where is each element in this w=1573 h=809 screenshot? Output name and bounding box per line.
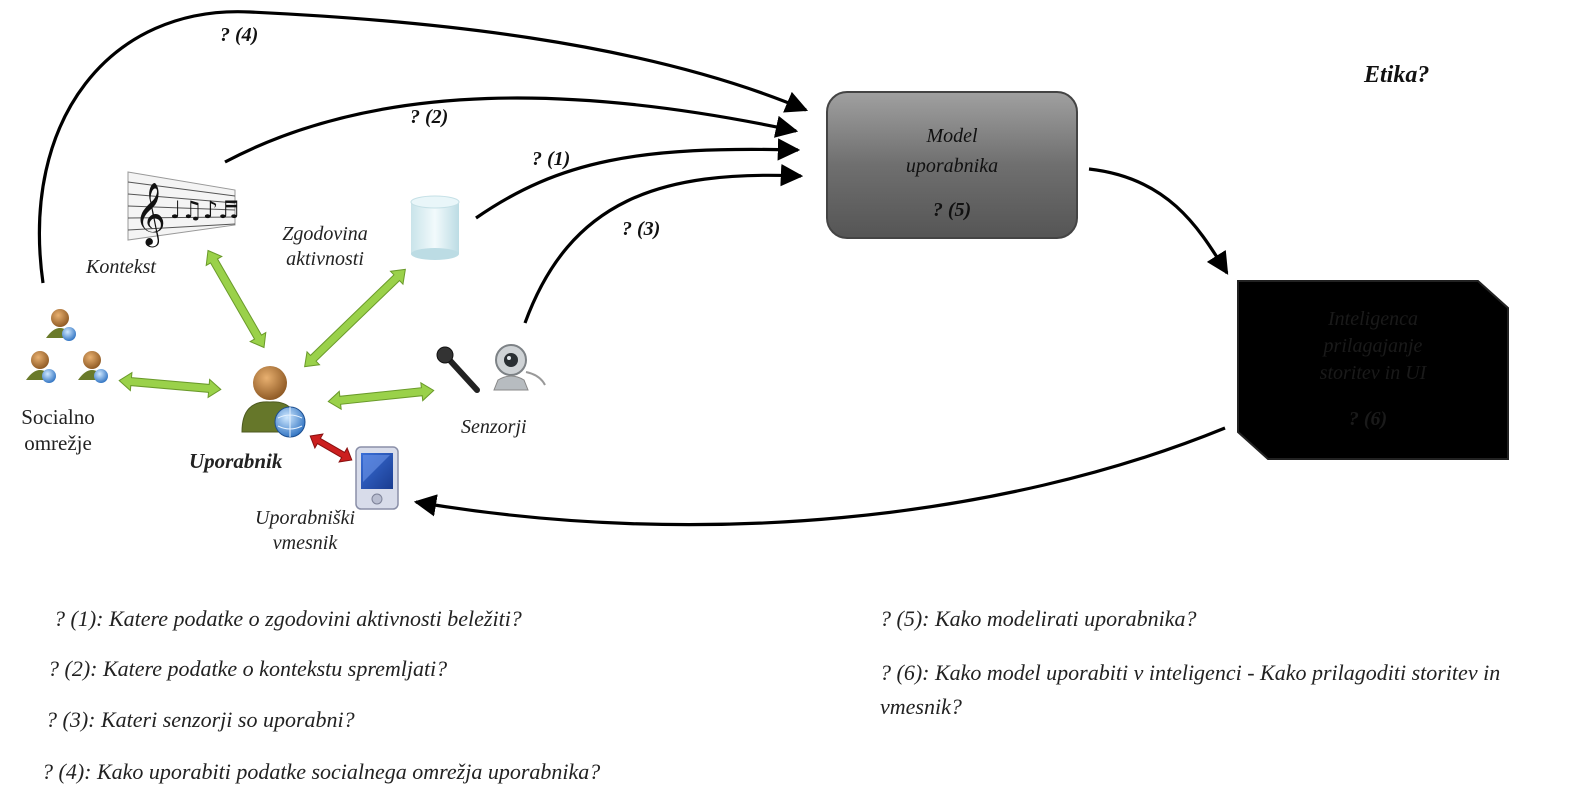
social-label: Socialno omrežje — [21, 405, 95, 456]
arrow-context-to-model — [224, 96, 799, 164]
arrow-model-to-intelligence — [1088, 167, 1229, 275]
database-cylinder-icon — [410, 195, 460, 260]
microphone-webcam-icon — [436, 344, 546, 393]
green-arrow-user-sensors — [327, 381, 435, 411]
question-4: ? (4): Kako uporabiti podatke socialnega… — [42, 759, 601, 784]
question-3: ? (3): Kateri senzorji so uporabni? — [46, 707, 355, 732]
arrow-label-q3: ? (3) — [622, 218, 661, 240]
interface-label: Uporabniški vmesnik — [255, 507, 355, 554]
green-arrow-context-user — [205, 249, 267, 349]
svg-text:𝄞: 𝄞 — [134, 182, 166, 248]
context-label: Kontekst — [86, 256, 156, 278]
people-group-icon — [26, 309, 108, 383]
intelligence-box — [1237, 280, 1509, 460]
intelligence-box-title: Inteligenca prilagajanje storitev in UI — [1319, 308, 1427, 384]
arrow-label-q2: ? (2) — [410, 106, 449, 128]
arrow-label-q1: ? (1) — [532, 148, 571, 170]
model-box-title: Model uporabnika — [905, 125, 999, 177]
model-box-q: ? (5) — [932, 199, 972, 221]
sensors-label: Senzorji — [461, 416, 527, 438]
question-1: ? (1): Katere podatke o zgodovini aktivn… — [54, 606, 522, 631]
model-box — [826, 91, 1078, 239]
music-notes-icon: 𝄞 ♩♫♪♬ — [127, 171, 240, 248]
user-globe-icon — [241, 366, 306, 438]
history-label: Zgodovina aktivnosti — [282, 223, 368, 270]
intelligence-box-q: ? (6) — [1348, 408, 1388, 430]
user-label: Uporabnik — [189, 449, 283, 473]
question-6: ? (6): Kako model uporabiti v inteligenc… — [880, 660, 1501, 720]
question-5: ? (5): Kako modelirati uporabnika? — [880, 606, 1197, 631]
red-arrow-user-interface — [309, 433, 353, 463]
green-arrow-history-user — [304, 268, 406, 368]
pda-device-icon — [355, 446, 399, 510]
arrow-social-to-model — [37, 10, 809, 284]
green-arrow-social-user — [118, 371, 222, 399]
svg-text:♩♫♪♬: ♩♫♪♬ — [170, 196, 240, 224]
arrow-sensors-to-model — [523, 163, 804, 324]
ethics-label: Etika? — [1364, 62, 1430, 88]
arrow-history-to-model — [475, 138, 801, 220]
question-2: ? (2): Katere podatke o kontekstu spreml… — [48, 656, 448, 681]
arrow-intelligence-to-interface — [413, 426, 1226, 527]
arrow-label-q4: ? (4) — [220, 24, 259, 46]
